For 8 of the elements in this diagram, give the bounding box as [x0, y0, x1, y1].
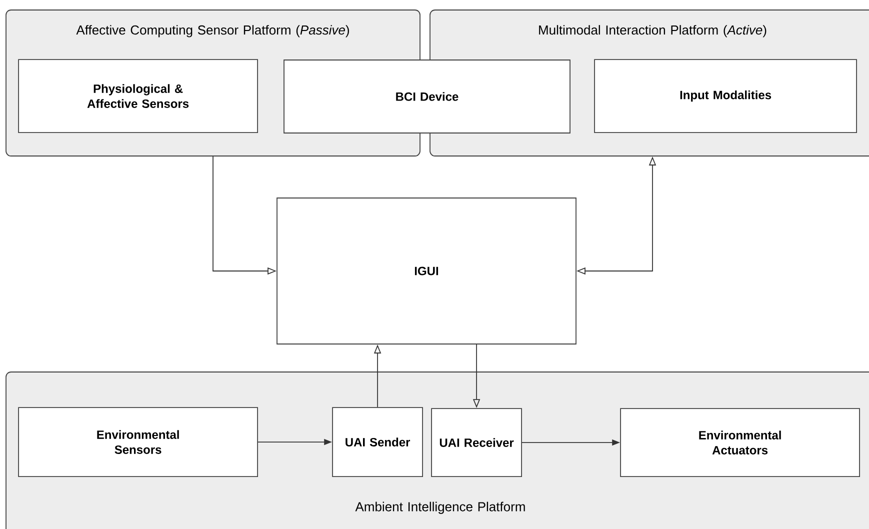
process-box: BCI Device — [284, 60, 570, 134]
process-box: Input Modalities — [594, 59, 857, 133]
process-box: Environmental Sensors — [18, 407, 258, 477]
process-box: UAI Sender — [332, 407, 423, 477]
process-box: Physiological & Affective Sensors — [18, 59, 258, 133]
process-box: IGUI — [276, 198, 576, 344]
process-box: UAI Receiver — [431, 408, 522, 477]
process-box: Environmental Actuators — [620, 408, 860, 477]
